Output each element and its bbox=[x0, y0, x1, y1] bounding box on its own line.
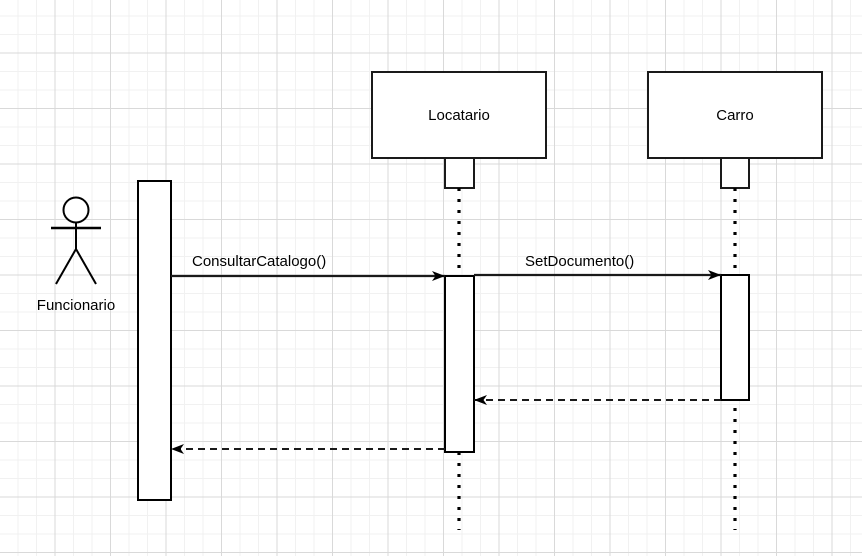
message-label-set-documento: SetDocumento() bbox=[525, 253, 635, 270]
participant-box-carro[interactable] bbox=[647, 71, 823, 159]
participant-label-carro: Carro bbox=[716, 107, 754, 124]
actor-label-funcionario: Funcionario bbox=[36, 297, 116, 314]
activation-bar-locatario bbox=[444, 275, 475, 453]
participant-label-locatario: Locatario bbox=[428, 107, 490, 124]
participant-connector-carro bbox=[720, 157, 750, 189]
activation-bar-carro bbox=[720, 274, 750, 401]
activation-bar-funcionario bbox=[137, 180, 172, 501]
participant-box-locatario[interactable] bbox=[371, 71, 547, 159]
message-label-consultar-catalogo: ConsultarCatalogo() bbox=[192, 253, 327, 270]
actor-funcionario-figure bbox=[51, 196, 101, 285]
participant-connector-locatario bbox=[444, 157, 475, 189]
